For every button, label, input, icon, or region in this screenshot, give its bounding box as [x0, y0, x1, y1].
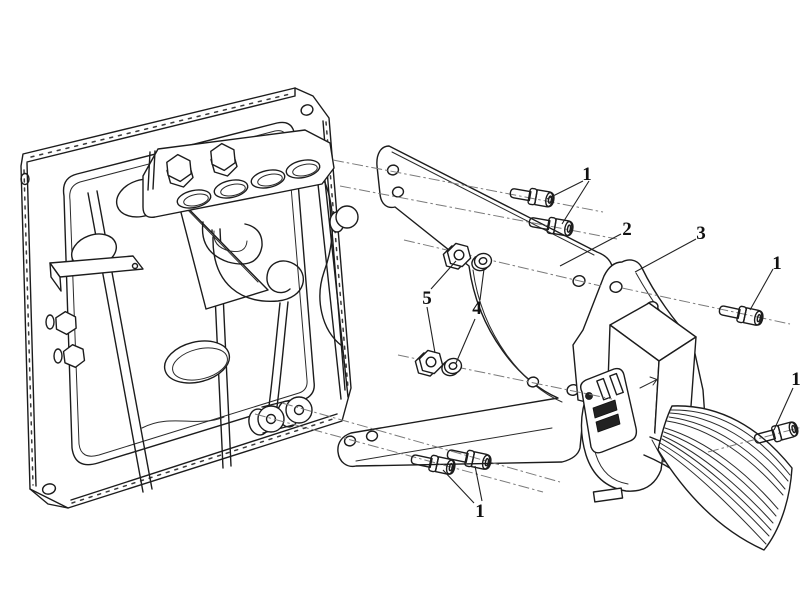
link-plate [248, 396, 313, 436]
callout-1-bottom-bolts: 1 [475, 501, 485, 522]
callout-1-top-bolts: 1 [582, 164, 592, 185]
mechanism-hole [163, 340, 231, 384]
leader-line [559, 233, 622, 267]
leader-line [749, 268, 774, 311]
pedal-clip [592, 487, 624, 503]
leader-line [442, 465, 483, 504]
bracket-slots [176, 159, 321, 209]
callout-3-pedal-assembly: 3 [696, 223, 706, 244]
centerline-top-bolt-1 [332, 159, 604, 213]
direction-arrow-icon [639, 376, 658, 389]
callout-2-support-bracket: 2 [622, 219, 632, 240]
hex-nut [414, 349, 444, 377]
support-bracket-holes [343, 164, 586, 447]
accelerator-pedal-assembly [572, 259, 793, 551]
hex-bolt [717, 301, 765, 328]
panel-corner-hole [41, 483, 57, 495]
callout-1-pedal-bolt: 1 [791, 369, 800, 390]
panel-side-bolts [45, 310, 86, 369]
pedal-lever-mechanism [45, 152, 359, 493]
washer [439, 356, 464, 378]
leader-line [773, 387, 794, 431]
centerline-upper-nut [403, 239, 602, 287]
callout-4-washer: 4 [472, 298, 482, 319]
bracket-bolt-heads [166, 142, 238, 188]
leader-line [426, 260, 457, 354]
hex-bolt [508, 184, 556, 209]
pedal-connector [579, 367, 638, 503]
pedal-plate-hole [609, 281, 623, 293]
callouts: 1 2 3 1 5 4 1 1 [422, 164, 800, 522]
hanger-hook [201, 221, 263, 265]
panel-corner-hole [20, 172, 30, 186]
panel-top-bracket [142, 129, 335, 265]
leader-line [546, 180, 590, 225]
centerline-bottom-bolt-2 [281, 402, 561, 483]
callout-5-hex-nut: 5 [422, 288, 432, 309]
leader-line [455, 268, 485, 364]
callout-1-right-bolt: 1 [772, 253, 782, 274]
panel-corner-hole [300, 104, 314, 116]
pedal-pad [657, 405, 793, 551]
centerline-bottom-bolt-1 [254, 413, 544, 493]
centerline-lower-nut [397, 354, 613, 400]
leader-line [634, 238, 697, 273]
pivot-pin [335, 205, 359, 229]
